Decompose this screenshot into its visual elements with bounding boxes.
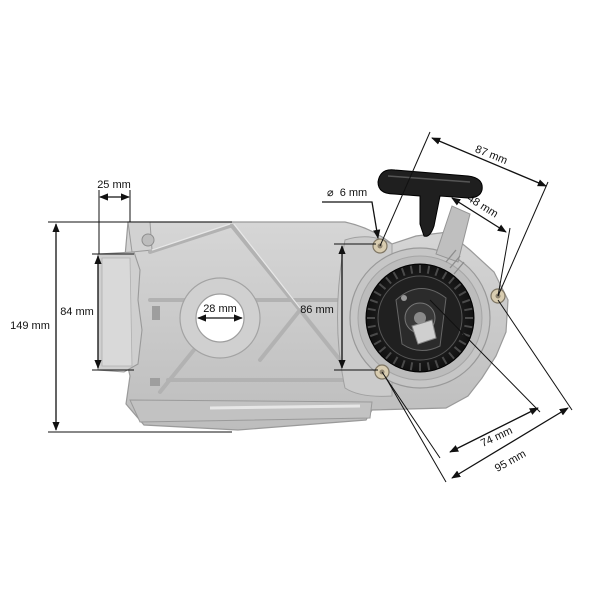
pulley-tooth (448, 351, 455, 360)
pulley-tooth (441, 356, 448, 365)
dim-bolt-diameter: ⌀ 6 mm (322, 187, 381, 239)
pulley-tooth (400, 267, 406, 277)
dim-hole: 28 mm (197, 303, 243, 322)
dim-diag-outer-label: 95 mm (493, 448, 528, 475)
dim-height-inner-label: 84 mm (60, 306, 94, 318)
pulley-tooth (392, 271, 399, 280)
pulley-tooth (458, 290, 467, 297)
pulley-tooth (373, 339, 382, 346)
pulley-tooth (367, 324, 376, 329)
pulley-tooth (453, 346, 462, 353)
pulley-tooth (367, 307, 376, 312)
pulley-tooth (464, 307, 473, 312)
pulley-tooth (409, 265, 414, 274)
dim-width-top-label: 25 mm (97, 179, 131, 191)
pulley-tooth (453, 283, 462, 290)
pulley-tooth (461, 298, 471, 304)
pulley-tooth (458, 339, 467, 346)
dim-bolt-vertical: 86 mm (300, 243, 378, 371)
pulley-tooth (385, 351, 392, 360)
diameter-symbol: ⌀ (327, 187, 334, 199)
pulley-tooth (434, 267, 440, 277)
dim-bolt-diameter-label: 6 mm (340, 187, 368, 199)
pulley-tooth (385, 276, 392, 285)
pulley-tooth (373, 290, 382, 297)
pulley-tooth (441, 271, 448, 280)
pulley-tooth (464, 324, 473, 329)
pulley-tooth (426, 362, 431, 371)
dim-height-total-label: 149 mm (10, 320, 50, 332)
pulley-tooth (400, 359, 406, 369)
pulley-tooth (448, 276, 455, 285)
dim-diag-handle-label: 48 mm (465, 192, 500, 220)
dim-height-inner: 84 mm (60, 253, 134, 371)
pawl (411, 319, 437, 345)
pulley-tooth (369, 332, 379, 338)
pulley-tooth (378, 346, 387, 353)
pulley-tooth (369, 298, 379, 304)
dim-hole-label: 28 mm (203, 303, 237, 315)
pulley-tooth (378, 283, 387, 290)
pulley-wheel (365, 263, 475, 373)
pulley-tooth (409, 362, 414, 371)
pulley-tooth (392, 356, 399, 365)
dim-bolt-vertical-label: 86 mm (300, 304, 334, 316)
svg-text:⌀ 6 mm: ⌀ 6 mm (327, 187, 367, 199)
pulley-tooth (426, 265, 431, 274)
dim-height-total: 149 mm (10, 221, 232, 433)
pulley-tooth (434, 359, 440, 369)
